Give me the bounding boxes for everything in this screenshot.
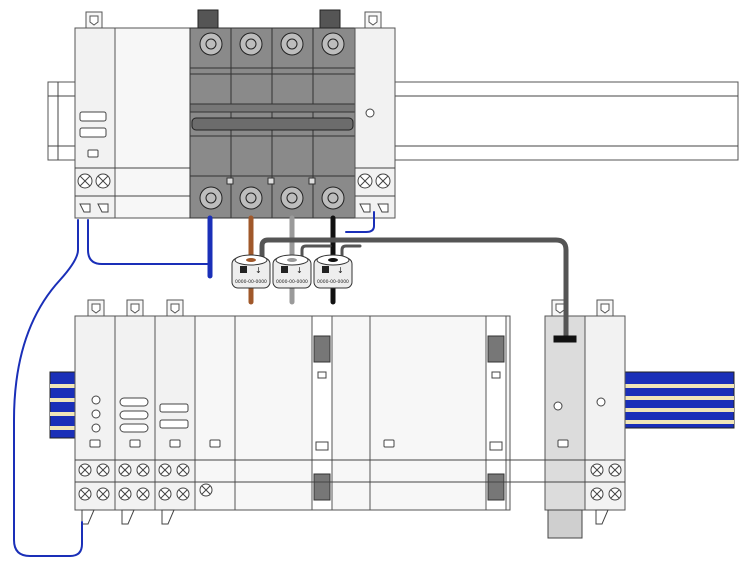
led-slot [79, 127, 107, 138]
indicator-led [365, 108, 375, 118]
ct-sensor-2: ↓ 0000-00-0000 [272, 254, 312, 289]
status-led [87, 149, 99, 158]
svg-text:↓: ↓ [255, 266, 262, 275]
top-left-module [74, 11, 191, 219]
svg-text:↓: ↓ [296, 266, 303, 275]
bottom-terminal-screws [78, 463, 622, 501]
blue-wire-loop [13, 219, 83, 557]
blue-wire-right [345, 211, 375, 233]
ct-signal-cable [259, 237, 569, 341]
ct-label: 0000-00-0000 [235, 279, 267, 285]
top-right-module [354, 11, 396, 219]
svg-text:↓: ↓ [337, 266, 344, 275]
blue-wire-left [87, 219, 211, 265]
ct-sensor-3: ↓ 0000-00-0000 [313, 254, 353, 289]
bottom-busbar-right [623, 371, 735, 429]
breaker-top-screws [199, 32, 345, 56]
led-slot [79, 111, 107, 122]
ct-label: 0000-00-0000 [276, 279, 308, 285]
ct-label: 0000-00-0000 [317, 279, 349, 285]
breaker-bottom-screws [199, 186, 345, 210]
breaker-handle [191, 117, 354, 131]
bottom-module-row [74, 299, 626, 539]
ct-sensor-1: ↓ 0000-00-0000 [231, 254, 271, 289]
four-pole-circuit-breaker [189, 9, 356, 219]
current-transformers: ↓ 0000-00-0000 ↓ 0000-00-0000 ↓ 0000-00-… [231, 254, 353, 289]
